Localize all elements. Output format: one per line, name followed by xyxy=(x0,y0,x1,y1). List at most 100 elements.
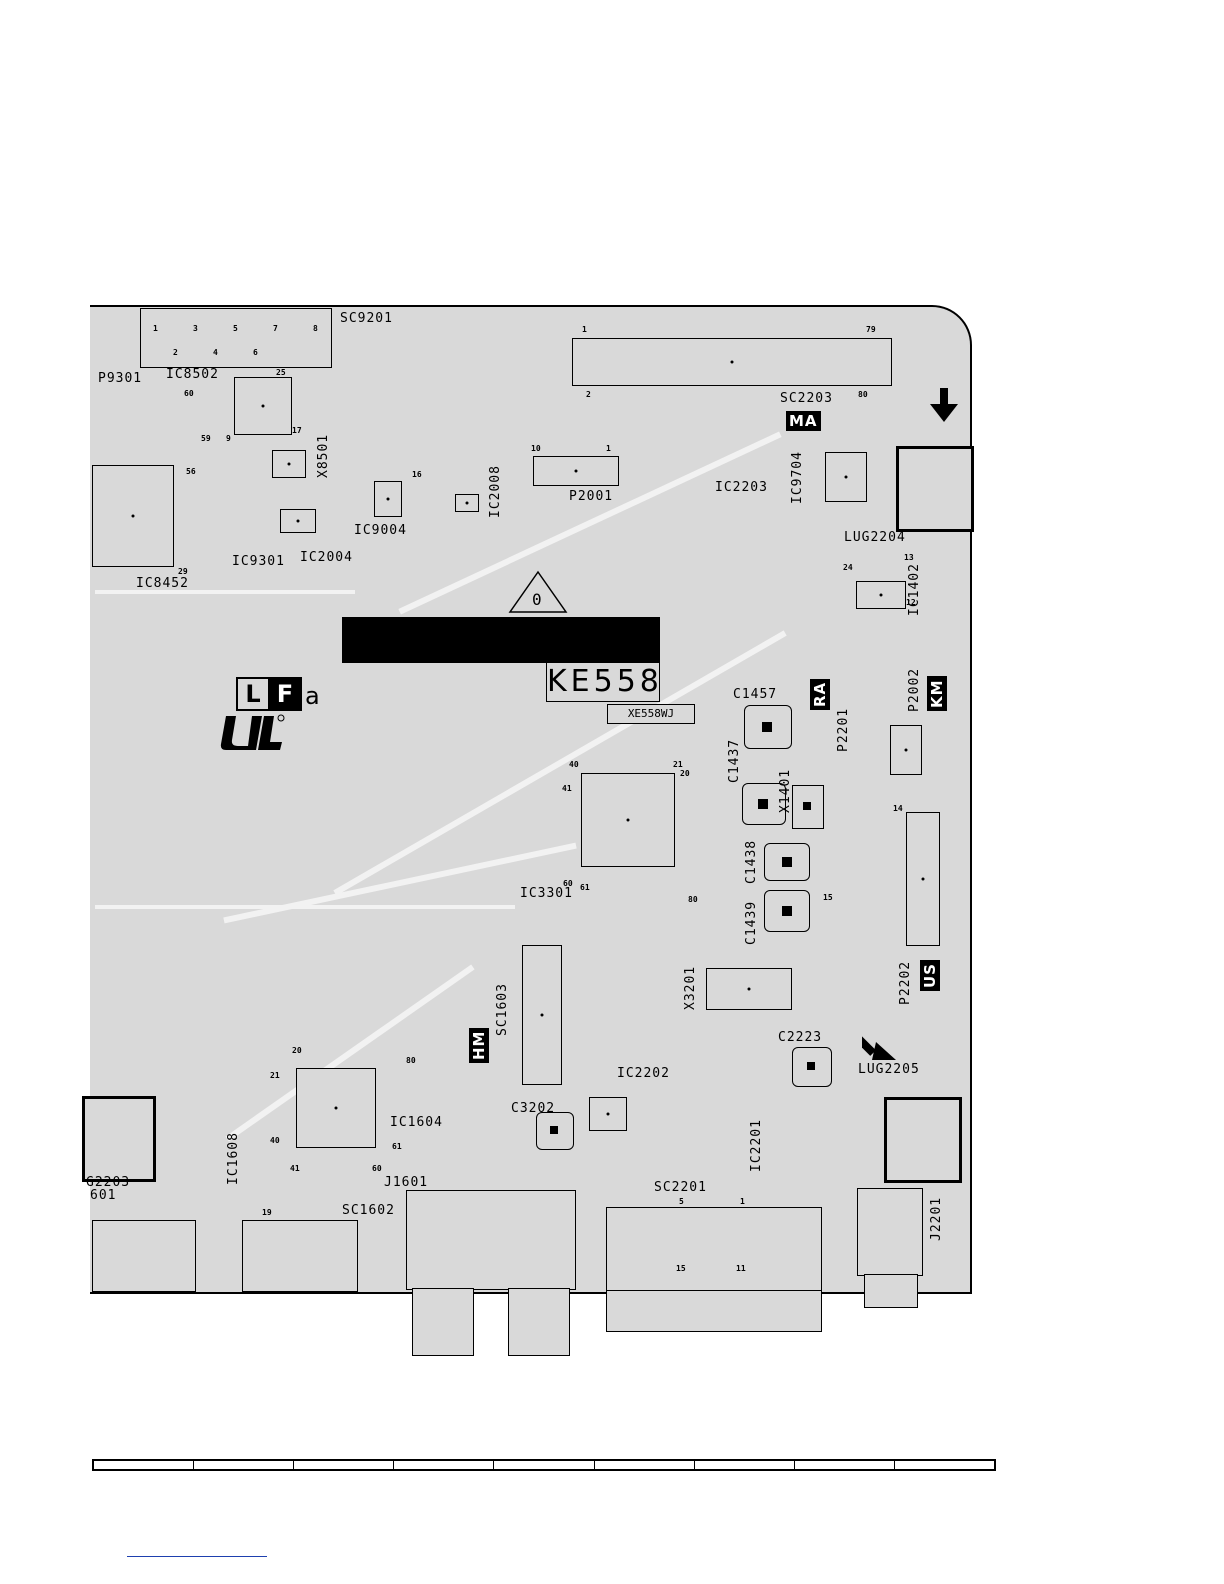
label-ic1604: IC1604 xyxy=(390,1115,443,1130)
pin-label: 56 xyxy=(186,467,196,476)
label-c1438: C1438 xyxy=(744,839,759,884)
j2201-plug xyxy=(864,1274,918,1308)
pin-label: 60 xyxy=(184,389,194,398)
j1601-plug-left xyxy=(412,1288,474,1356)
pin-label: 2 xyxy=(173,348,178,357)
pin-label: 80 xyxy=(406,1056,416,1065)
c1438-capacitor xyxy=(764,843,810,881)
label-ic2202: IC2202 xyxy=(617,1066,670,1081)
ic8502-chip xyxy=(234,377,292,435)
pin-label: 80 xyxy=(688,895,698,904)
c1457-capacitor xyxy=(744,705,792,749)
label-601: 601 xyxy=(90,1188,117,1203)
pin-label: 15 xyxy=(676,1264,686,1273)
label-c3202: C3202 xyxy=(511,1101,556,1116)
label-p9301: P9301 xyxy=(98,371,143,386)
pin-label: 1 xyxy=(740,1197,745,1206)
pin-label: 6 xyxy=(253,348,258,357)
pin-label: 24 xyxy=(843,563,853,572)
label-x8501: X8501 xyxy=(316,433,331,478)
pin-label: 25 xyxy=(276,368,286,377)
warning-symbol-label: 0 xyxy=(532,590,543,609)
p2002-connector xyxy=(890,725,922,775)
pin-label: 61 xyxy=(392,1142,402,1151)
label-ic8502: IC8502 xyxy=(166,367,219,382)
label-x1401: X1401 xyxy=(778,768,793,813)
label-p2201: P2201 xyxy=(836,707,851,752)
c1439-capacitor xyxy=(764,890,810,932)
pin-label: 10 xyxy=(531,444,541,453)
sc9201-connector xyxy=(140,308,332,368)
connector-top xyxy=(572,338,892,386)
label-ic9004: IC9004 xyxy=(354,523,407,538)
lf-logo: L F xyxy=(236,677,302,711)
label-lug2204: LUG2204 xyxy=(844,530,906,545)
pin-label: 12 xyxy=(906,598,916,607)
pin-label: 13 xyxy=(904,553,914,562)
redacted-bar xyxy=(342,617,660,663)
sc1602-connector xyxy=(242,1220,358,1292)
c2223-capacitor xyxy=(792,1047,832,1087)
pin-label: 11 xyxy=(736,1264,746,1273)
ic2202-chip xyxy=(589,1097,627,1131)
trace xyxy=(95,590,355,594)
sc2201-connector xyxy=(606,1207,822,1293)
arrow-down-icon xyxy=(930,388,958,422)
label-x3201: X3201 xyxy=(683,965,698,1010)
pin-label: 3 xyxy=(193,324,198,333)
label-sc1602: SC1602 xyxy=(342,1203,395,1218)
tag-hm: HM xyxy=(469,1027,489,1063)
label-p2001: P2001 xyxy=(569,489,614,504)
sc2201-base xyxy=(606,1290,822,1332)
pin-label: 40 xyxy=(569,760,579,769)
warning-triangle-icon xyxy=(508,570,568,613)
pin-label: 1 xyxy=(582,325,587,334)
ic1402-chip xyxy=(856,581,906,609)
pin-label: 29 xyxy=(178,567,188,576)
g2203-mount xyxy=(82,1096,156,1182)
label-sc2201: SC2201 xyxy=(654,1180,707,1195)
x3201-crystal xyxy=(706,968,792,1010)
pin-label: 21 xyxy=(673,760,683,769)
label-ic3301: IC3301 xyxy=(520,886,573,901)
pin-label: 80 xyxy=(858,390,868,399)
pin-label: 20 xyxy=(292,1046,302,1055)
pin-label: 59 xyxy=(201,434,211,443)
ic2004-chip xyxy=(280,509,316,533)
tag-ma: MA xyxy=(786,411,821,431)
j1601-connector xyxy=(406,1190,576,1290)
pin-label: 21 xyxy=(270,1071,280,1080)
ic1604-chip xyxy=(296,1068,376,1148)
label-ic9704: IC9704 xyxy=(790,451,805,504)
label-sc2203: SC2203 xyxy=(780,391,833,406)
j1601b-connector xyxy=(92,1220,196,1292)
pin-label: 2 xyxy=(586,390,591,399)
c3202-capacitor xyxy=(536,1112,574,1150)
pin-label: 40 xyxy=(270,1136,280,1145)
label-c1437: C1437 xyxy=(727,738,742,783)
label-j1601: J1601 xyxy=(384,1175,429,1190)
x1401-crystal xyxy=(792,785,824,829)
pin-label: 4 xyxy=(213,348,218,357)
pin-label: 1 xyxy=(153,324,158,333)
j2201-connector xyxy=(857,1188,923,1276)
j1601-plug-right xyxy=(508,1288,570,1356)
label-lug2205: LUG2205 xyxy=(858,1062,920,1077)
ul-mark-icon xyxy=(220,714,285,750)
label-ic1402: IC1402 xyxy=(907,563,922,616)
ic2008-chip xyxy=(455,494,479,512)
lf-logo-suffix: a xyxy=(305,682,320,710)
label-sc1603: SC1603 xyxy=(495,983,510,1036)
label-ic1608: IC1608 xyxy=(226,1132,241,1185)
board-marking: KE558 xyxy=(546,662,660,702)
label-ic2203: IC2203 xyxy=(715,480,768,495)
pin-label: 79 xyxy=(866,325,876,334)
x8501-crystal xyxy=(272,450,306,478)
pin-label: 15 xyxy=(823,893,833,902)
pin-label: 9 xyxy=(226,434,231,443)
ic9004-chip xyxy=(374,481,402,517)
tag-us: US xyxy=(920,960,940,991)
pin-label: 60 xyxy=(563,879,573,888)
label-g2203: G2203 xyxy=(86,1175,131,1190)
scale-bar xyxy=(92,1459,996,1471)
